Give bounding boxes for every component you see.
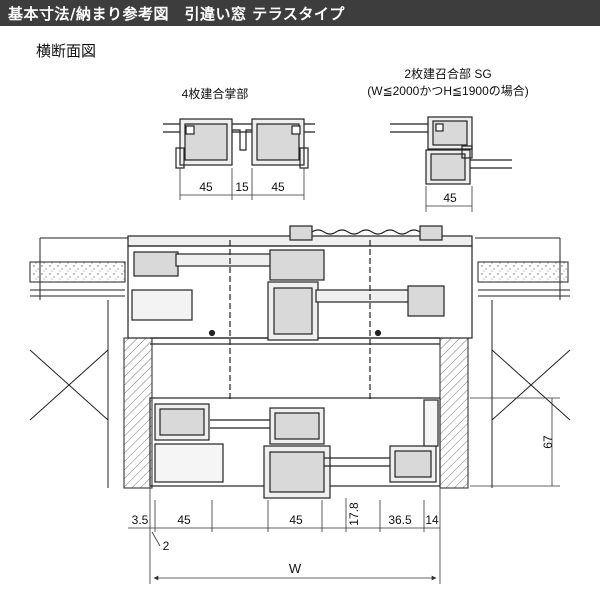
dim-b1: 3.5 [132, 513, 149, 527]
detail-right-dimensions [425, 186, 473, 212]
title-bar: 基本寸法/納まり参考図 引違い窓 テラスタイプ [0, 0, 600, 26]
dim-width: W [289, 561, 302, 576]
detail-right-title-1: 2枚建召合部 SG [404, 66, 491, 81]
page-title: 基本寸法/納まり参考図 引違い窓 テラスタイプ [8, 5, 345, 23]
dim-b4: 17.8 [347, 502, 361, 526]
dim-d4: 45 [443, 191, 457, 205]
detail-left-title: 4枚建合掌部 [182, 86, 249, 101]
dim-b8: 67 [541, 435, 555, 449]
section-label: 横断面図 [36, 42, 97, 60]
dim-d3: 45 [271, 180, 285, 194]
main-frame [127, 225, 473, 400]
main-dimensions [128, 397, 560, 584]
main-wall [29, 237, 571, 489]
dim-d2: 15 [235, 180, 249, 194]
detail-left-dimensions [179, 168, 305, 200]
dim-b5: 36.5 [388, 513, 412, 527]
dim-b7: 2 [163, 539, 170, 553]
detail-right-profile [390, 116, 512, 185]
detail-right-title-2: (W≦2000かつH≦1900の場合) [367, 83, 529, 98]
detail-left-profile [163, 118, 315, 169]
dim-b3: 45 [289, 513, 303, 527]
dim-b2: 45 [177, 513, 191, 527]
dim-b6: 14 [425, 513, 439, 527]
main-sashes [149, 397, 441, 499]
dim-d1: 45 [199, 180, 213, 194]
